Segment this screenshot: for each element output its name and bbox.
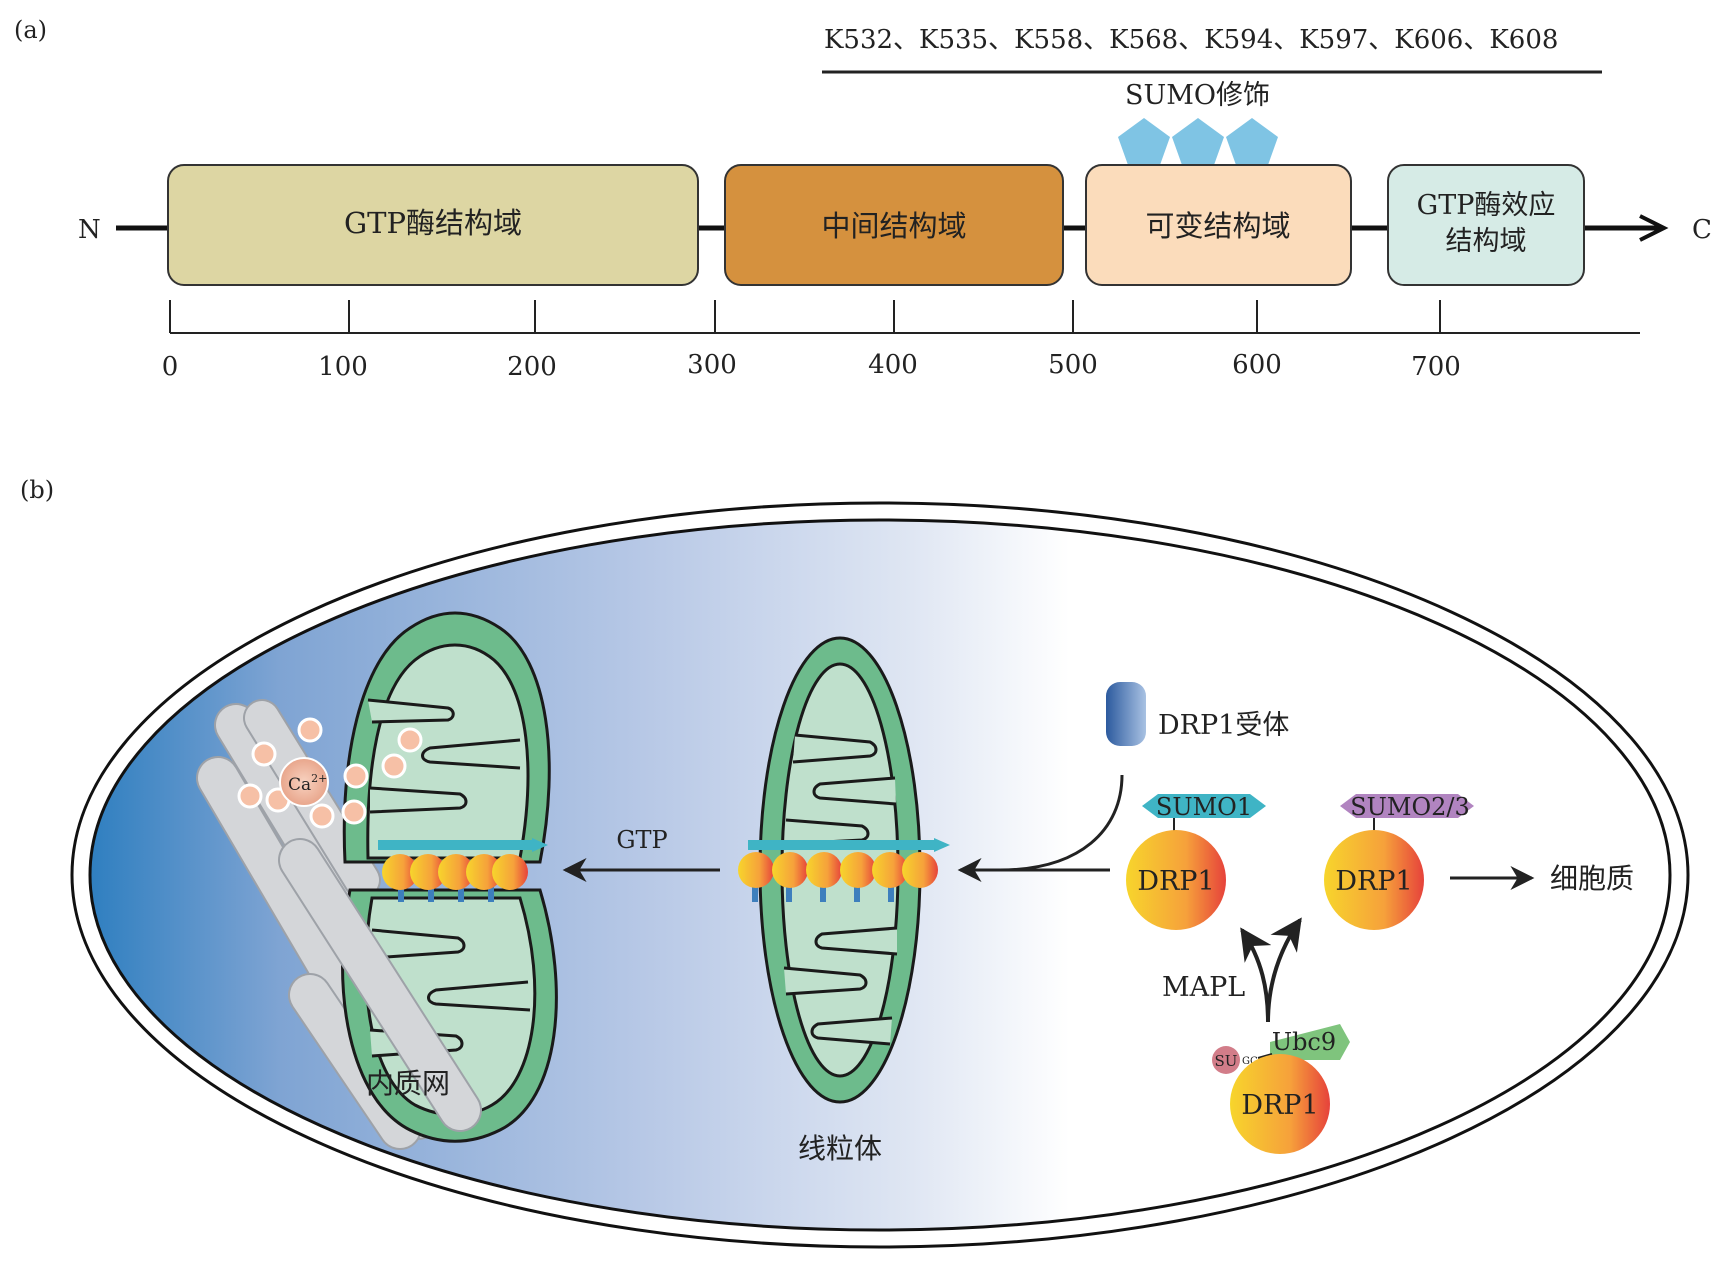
- calcium-symbol: Ca: [288, 775, 311, 795]
- mitochondria-label: 线粒体: [798, 1132, 882, 1165]
- drp1-sumo23-complex: SUMO2/3 DRP1: [1324, 793, 1474, 930]
- variable-domain: 可变结构域: [1085, 164, 1352, 286]
- gtp-label: GTP: [616, 826, 667, 854]
- tick-label: 0: [162, 352, 179, 382]
- su-tag: [1212, 1046, 1240, 1074]
- gtpase-effector-domain-label-line1: GTP酶效应: [1417, 190, 1556, 221]
- panel-b-label: (b): [20, 476, 54, 504]
- drp1-label: DRP1: [1241, 1090, 1318, 1121]
- middle-domain-label: 中间结构域: [821, 209, 966, 243]
- tick-label: 100: [318, 352, 368, 382]
- er-tube-overlap: [278, 838, 482, 1132]
- sumo1-tag: [1142, 794, 1266, 818]
- drp1-label: DRP1: [1137, 866, 1214, 897]
- c-terminal-arrowhead: [1639, 214, 1669, 242]
- gtpase-domain-label: GTP酶结构域: [344, 206, 522, 240]
- drp1-protein: [1324, 830, 1424, 930]
- gtpase-domain: GTP酶结构域: [167, 164, 699, 286]
- residue-scale-axis: 0 100 200 300 400 500 600 700: [162, 300, 1640, 382]
- sumo1-label: SUMO1: [1156, 793, 1252, 821]
- er-label: 内质网: [366, 1067, 450, 1100]
- receptor-label: DRP1受体: [1158, 710, 1289, 741]
- sumo-modification-label: SUMO修饰: [1125, 80, 1270, 111]
- tick-label: 400: [868, 350, 918, 380]
- drp1-sumo1-complex: SUMO1 DRP1: [1126, 793, 1266, 930]
- gg-label: GG: [1242, 1056, 1258, 1067]
- drp1-ring-dividing: [378, 838, 548, 902]
- panel-a-label: (a): [14, 16, 47, 44]
- panel-a: (a) K532、K535、K558、K568、K594、K597、K606、K…: [14, 16, 1712, 382]
- sumo-pentagon: [1118, 118, 1170, 165]
- receptor-curve-arrow: [999, 774, 1124, 872]
- tick-label: 700: [1411, 352, 1461, 382]
- ubc9-tag: [1270, 1024, 1350, 1060]
- sumo23-label: SUMO2/3: [1350, 793, 1470, 821]
- drp1-label: DRP1: [1335, 866, 1412, 897]
- receptor-icon: [1106, 682, 1146, 746]
- drp1-receptor: DRP1受体: [1106, 682, 1289, 746]
- lysine-sites-label: K532、K535、K558、K568、K594、K597、K606、K608: [824, 25, 1558, 55]
- cytoplasm-label: 细胞质: [1550, 862, 1634, 895]
- tick-label: 500: [1048, 350, 1098, 380]
- drp1-protein: [1126, 830, 1226, 930]
- gtpase-effector-domain: GTP酶效应 结构域: [1387, 164, 1585, 286]
- calcium-ion: [279, 757, 329, 807]
- middle-domain: 中间结构域: [724, 164, 1064, 286]
- ubc9-complex: Ubc9 SU GG DRP1: [1212, 1024, 1350, 1154]
- sumo-pentagon: [1172, 118, 1224, 165]
- tick-label: 200: [507, 352, 557, 382]
- gtpase-effector-domain-label-line2: 结构域: [1446, 226, 1527, 257]
- sumo23-tag: [1340, 794, 1474, 818]
- panel-b: (b): [20, 476, 1690, 1249]
- variable-domain-label: 可变结构域: [1145, 209, 1290, 243]
- n-terminal-label: N: [78, 215, 101, 245]
- calcium-label: Ca2+: [288, 772, 327, 795]
- su-label: SU: [1215, 1052, 1238, 1070]
- dividing-mitochondrion-top: [342, 611, 551, 864]
- tick-label: 600: [1232, 350, 1282, 380]
- c-terminal-label: C: [1692, 215, 1712, 245]
- sumo-pentagon: [1226, 118, 1278, 165]
- ubc9-label: Ubc9: [1272, 1028, 1336, 1056]
- calcium-charge: 2+: [311, 772, 327, 785]
- tick-label: 300: [687, 350, 737, 380]
- mapl-label: MAPL: [1162, 972, 1245, 1003]
- drp1-ring-middle: [738, 838, 950, 902]
- calcium-cluster: Ca2+: [237, 717, 423, 829]
- sumo-pentagons: [1118, 118, 1278, 165]
- mapl-arrow-right: [1266, 917, 1302, 1023]
- drp1-protein: [1230, 1054, 1330, 1154]
